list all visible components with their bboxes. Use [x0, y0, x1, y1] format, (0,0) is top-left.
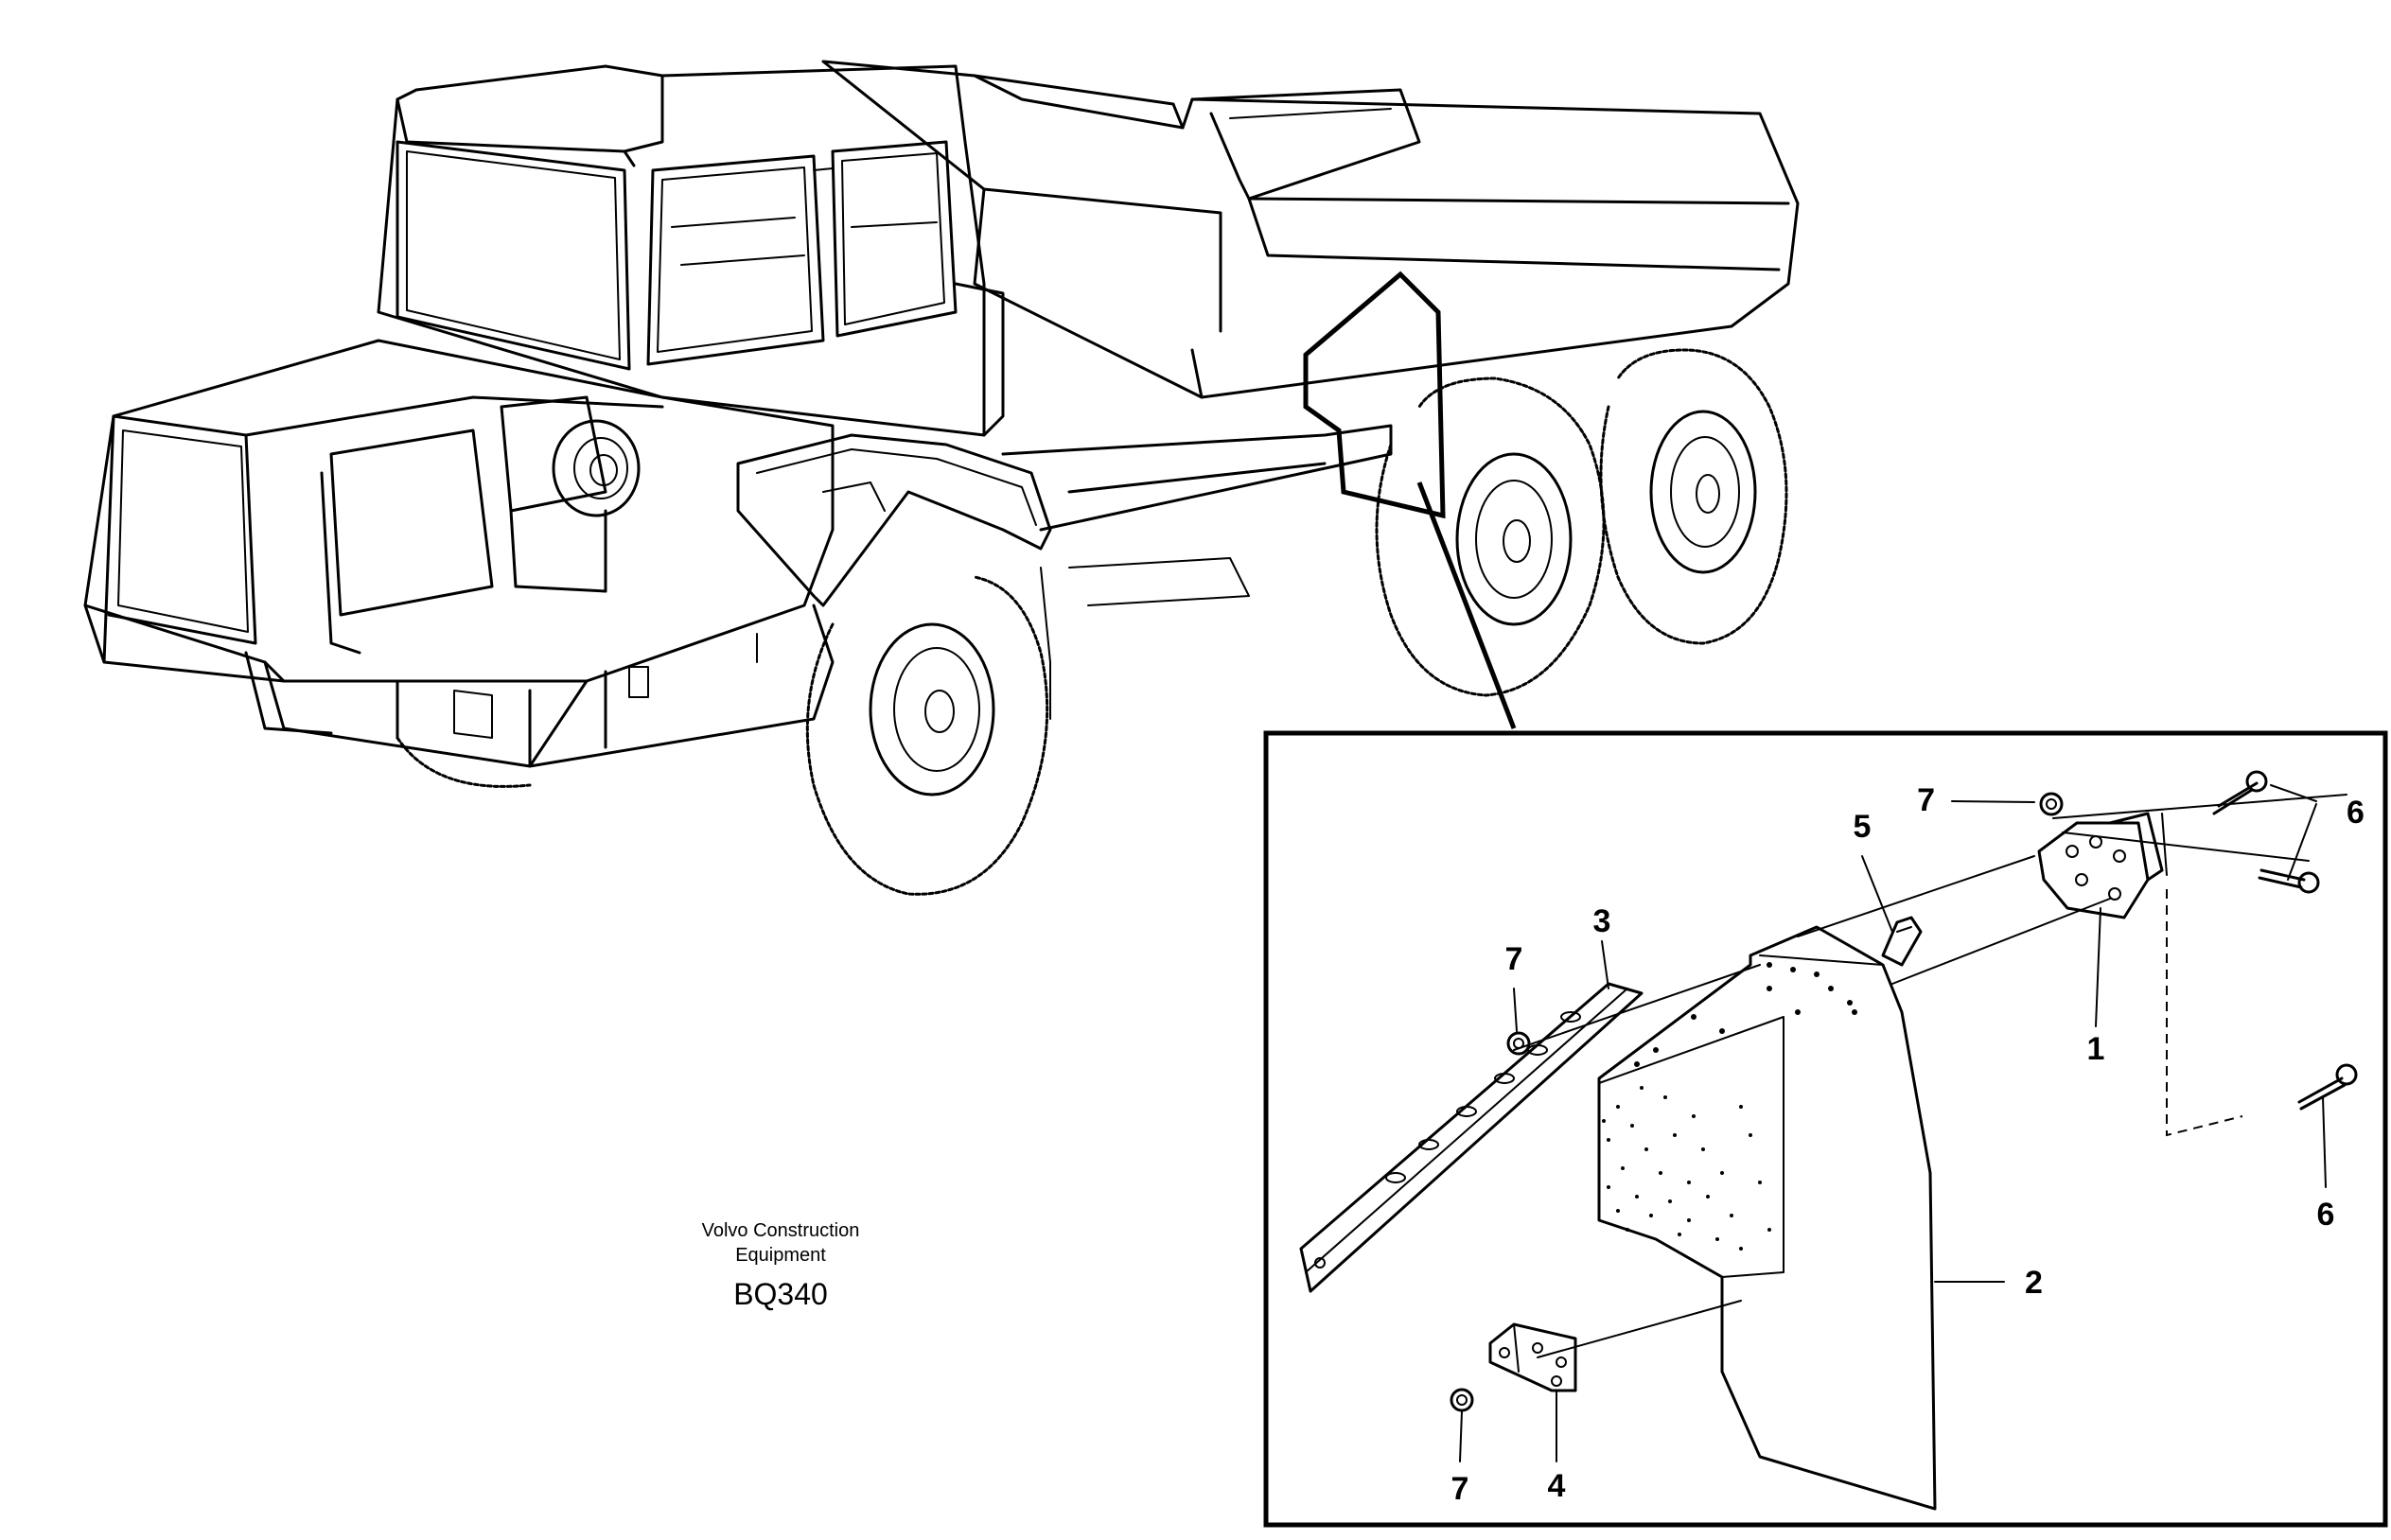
part-4-bracket — [1488, 1322, 1577, 1392]
mudflap-texture — [1602, 1086, 1771, 1251]
part-7-nut-lower — [1450, 1388, 1474, 1412]
part-2-mudflap — [1597, 925, 1937, 1511]
part-6-bolt-lower — [2297, 1063, 2358, 1111]
callout-4: 4 — [1548, 1468, 1566, 1504]
callout-7-upper: 7 — [1917, 782, 1935, 818]
assembly-lines — [1513, 794, 2347, 1358]
cab — [377, 64, 1005, 437]
part-6-bolt-upper — [2212, 770, 2268, 815]
air-filter — [500, 395, 641, 593]
dump-body — [821, 60, 1800, 399]
part-5-bracket — [1881, 916, 1923, 967]
callout-7-left: 7 — [1505, 941, 1523, 977]
credit-line-2: Equipment — [735, 1245, 826, 1266]
callout-6-upper: 6 — [2347, 795, 2365, 831]
callout-3: 3 — [1593, 903, 1611, 939]
part-1-bracket — [2037, 812, 2243, 1137]
callout-5: 5 — [1854, 809, 1872, 845]
mudflap-location-marker — [1303, 271, 1446, 519]
exploded-view: 7 6 5 3 7 1 2 6 4 7 — [1299, 770, 2365, 1511]
callout-6-lower: 6 — [2317, 1197, 2335, 1233]
detail-frame — [1263, 730, 2388, 1528]
part-6-bolt-middle — [2258, 868, 2320, 894]
callout-leaders — [1459, 784, 2327, 1462]
credit-line-1: Volvo Construction — [701, 1220, 860, 1241]
rear-wheel-front — [1375, 376, 1606, 697]
detail-leader-line — [1416, 481, 1517, 729]
rear-wheel-back — [1599, 348, 1788, 645]
front-fender — [736, 433, 1052, 607]
part-7-nut-upper — [2039, 792, 2064, 816]
frame — [1001, 424, 1393, 606]
callout-7-lower: 7 — [1451, 1471, 1469, 1507]
front-wheel — [396, 567, 1051, 896]
part-7-nut-left — [1506, 1031, 1531, 1056]
part-3-strip — [1299, 982, 1644, 1293]
hood — [83, 339, 835, 768]
articulated-hauler-illustration — [83, 60, 1800, 896]
publisher-credit: Volvo Construction Equipment — [662, 1218, 899, 1268]
callout-2: 2 — [2025, 1265, 2043, 1301]
callout-1: 1 — [2087, 1031, 2105, 1067]
figure-code: BQ340 — [733, 1277, 828, 1311]
